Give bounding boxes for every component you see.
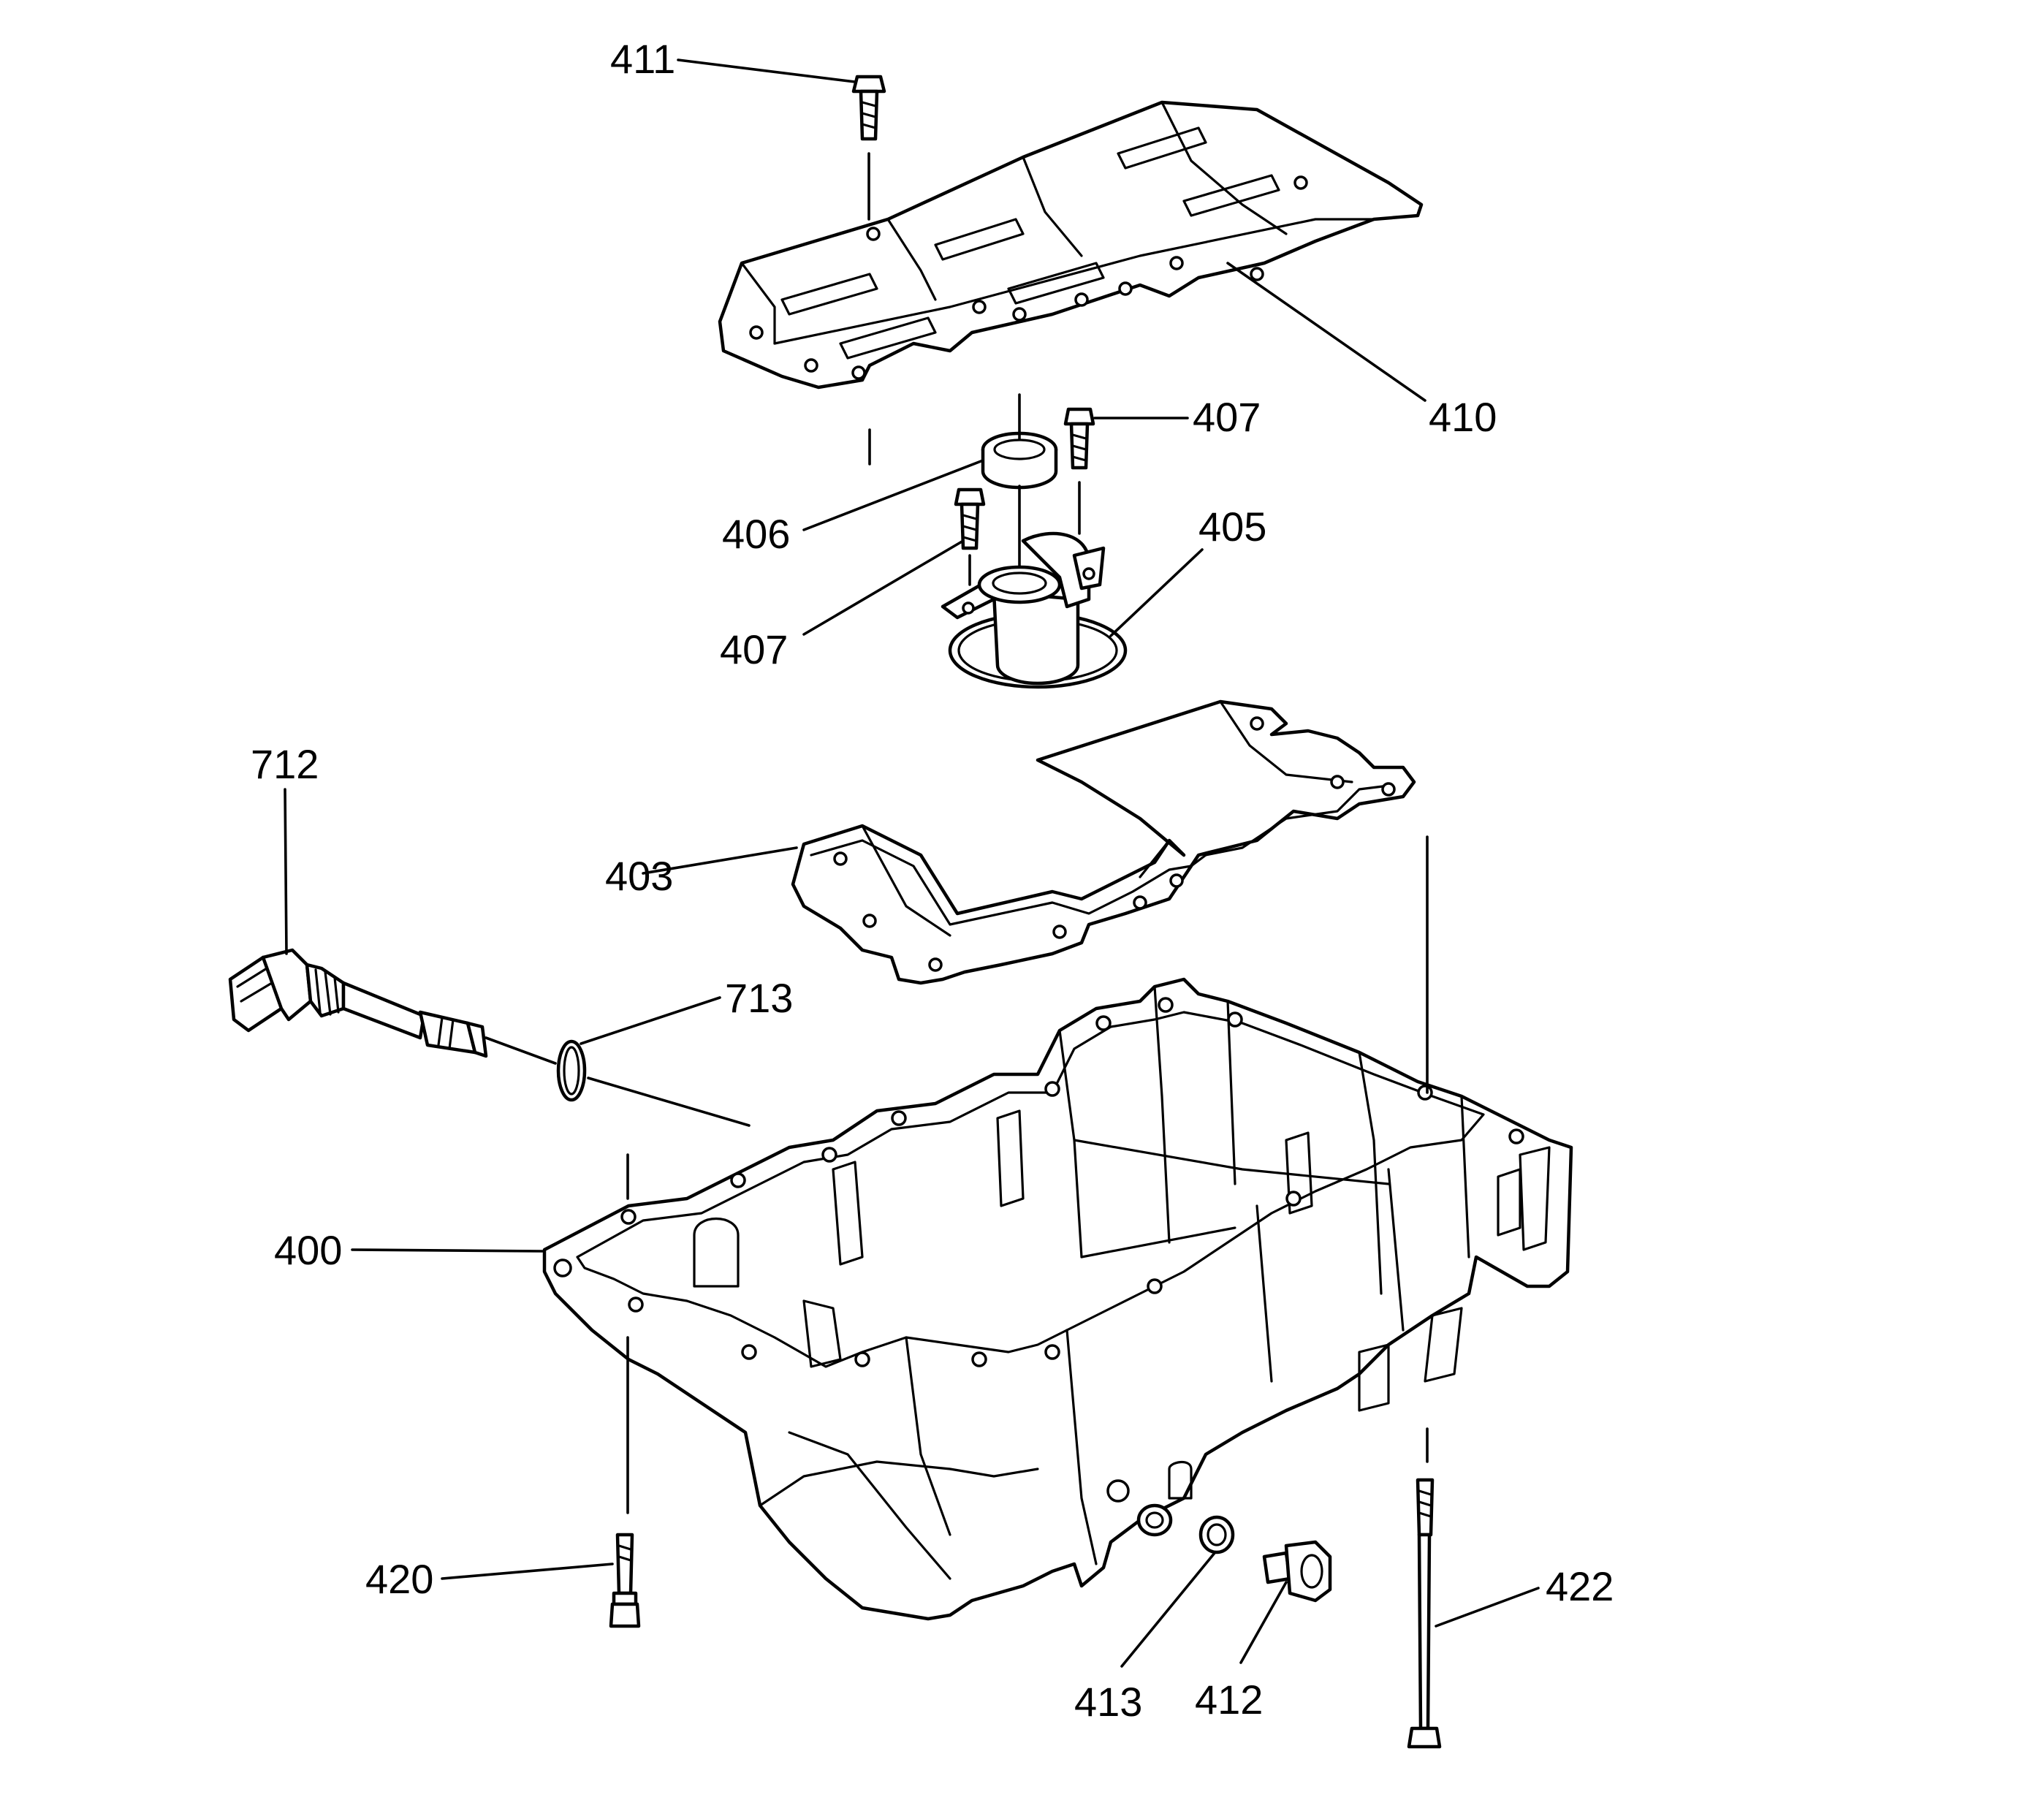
callout-422: 422	[1546, 1563, 1614, 1609]
oil-pickup-part-405	[941, 531, 1128, 689]
callout-712: 712	[251, 741, 319, 787]
callout-407-upper: 407	[1193, 394, 1261, 440]
baffle-part-403	[791, 699, 1416, 985]
leader-400	[351, 1248, 544, 1253]
assembly-axis-lines	[485, 152, 1429, 1514]
leader-713	[580, 996, 721, 1045]
leader-411	[677, 58, 856, 83]
leader-412	[1239, 1581, 1288, 1664]
drain-plug-part-412	[1262, 1540, 1332, 1603]
seal-part-406	[981, 431, 1058, 490]
callout-713: 713	[725, 975, 793, 1021]
leader-413	[1120, 1552, 1216, 1668]
callout-420: 420	[365, 1556, 433, 1602]
o-ring-part-713	[556, 1039, 587, 1102]
leader-lines	[284, 58, 1540, 1668]
callout-406: 406	[722, 511, 790, 557]
bolt-part-420	[609, 1533, 641, 1628]
callout-407-lower: 407	[720, 626, 788, 672]
leader-406	[802, 459, 984, 531]
callout-413: 413	[1074, 1679, 1142, 1725]
bolt-part-407-upper	[1063, 407, 1095, 470]
windage-tray-part-410	[718, 100, 1424, 390]
callout-412: 412	[1195, 1677, 1263, 1723]
bolt-part-411	[851, 75, 886, 141]
leader-420	[441, 1563, 614, 1580]
leader-403	[642, 846, 798, 875]
callout-403: 403	[605, 853, 673, 899]
oil-pan-part-400	[542, 977, 1573, 1621]
leader-407b	[802, 539, 965, 636]
callout-405: 405	[1198, 504, 1266, 550]
bolt-part-422	[1407, 1478, 1442, 1749]
callout-411: 411	[610, 36, 675, 82]
oil-sensor-part-712	[228, 948, 488, 1058]
washer-part-413	[1198, 1515, 1235, 1554]
leader-410	[1226, 262, 1426, 402]
leader-422	[1435, 1587, 1540, 1628]
leader-712	[284, 788, 288, 955]
callout-410: 410	[1429, 394, 1497, 440]
callout-400: 400	[274, 1227, 342, 1273]
leader-405	[1109, 548, 1204, 637]
callout-labels: 411 410 407 406 405 407 712 403 713 400 …	[251, 36, 1614, 1725]
bolt-part-407-lower	[954, 487, 986, 550]
